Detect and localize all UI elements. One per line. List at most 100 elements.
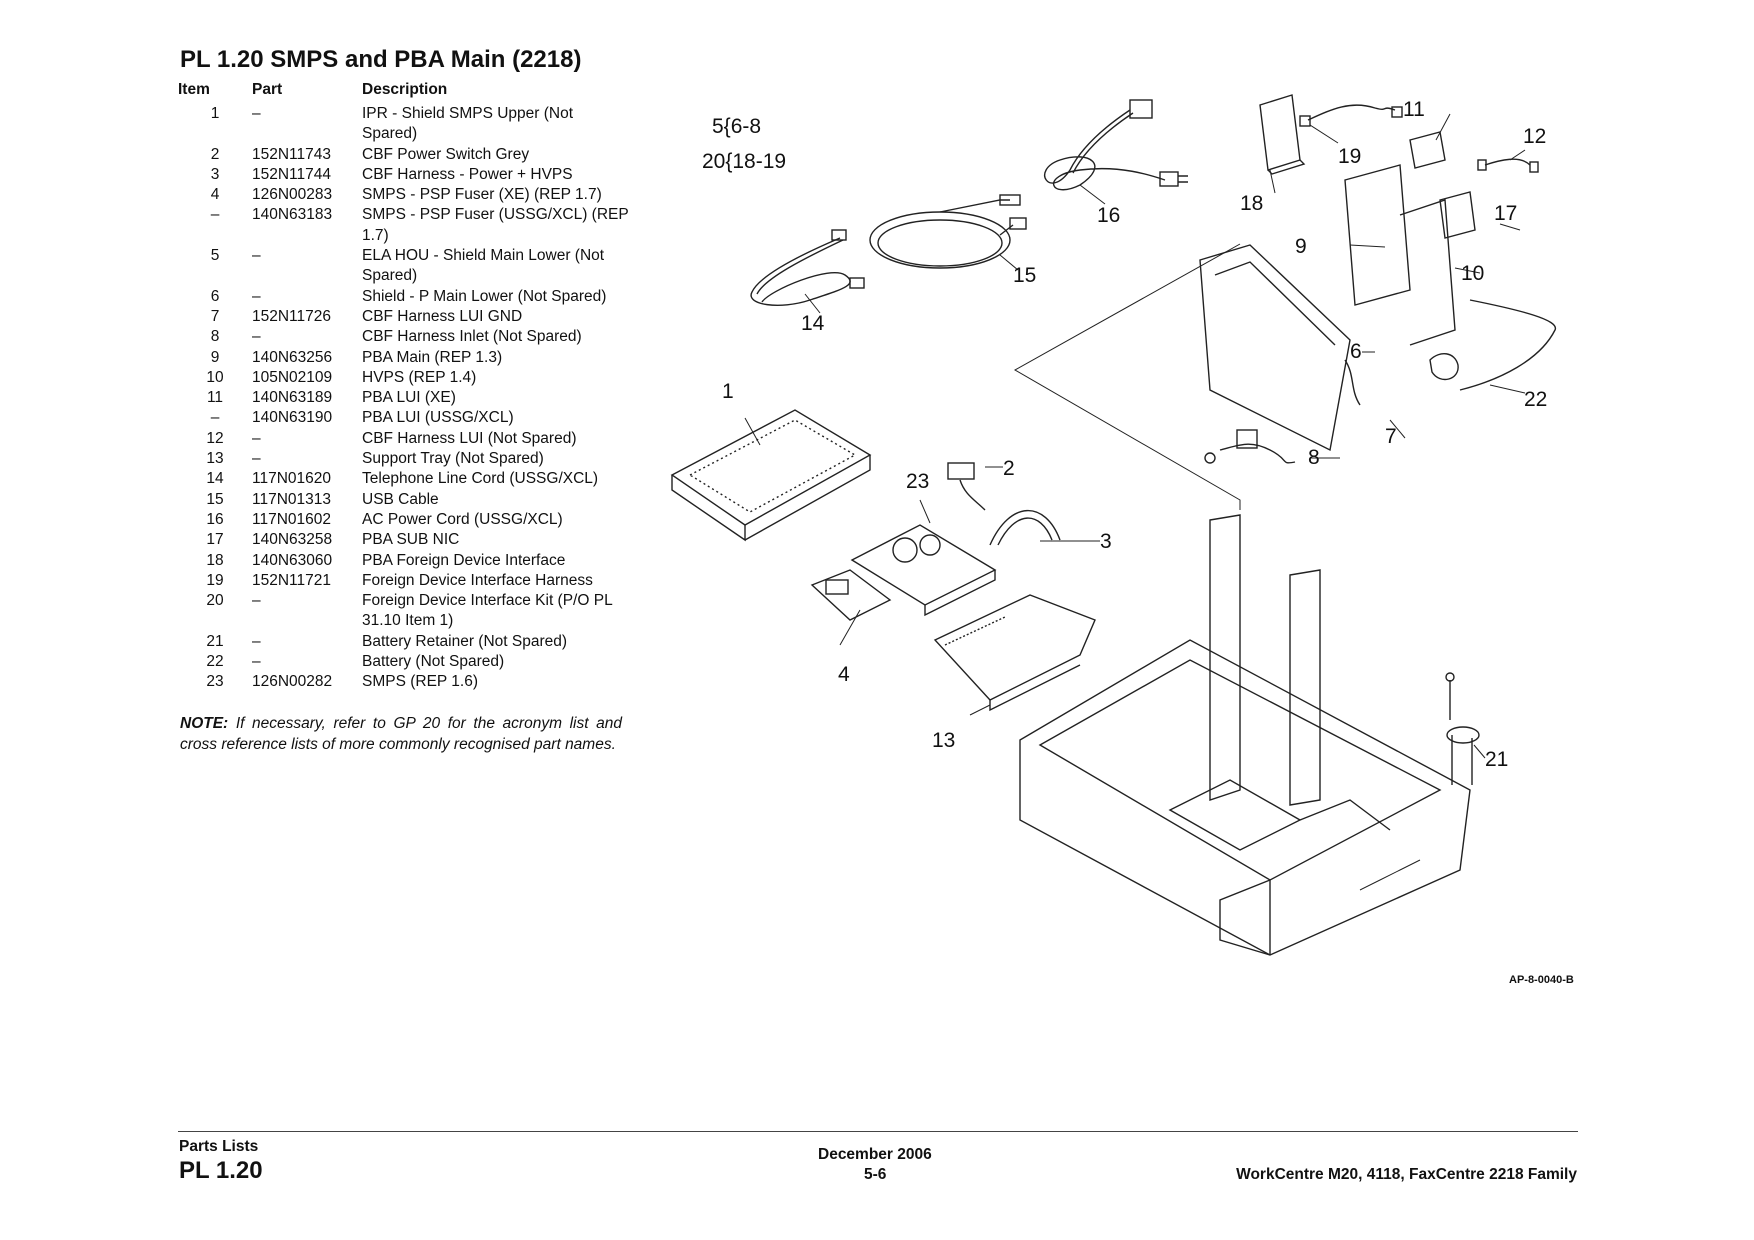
table-row: 1–IPR - Shield SMPS Upper (Not Spared) [178, 104, 632, 145]
item-cell: 18 [206, 551, 224, 569]
battery-drawing [1429, 299, 1556, 391]
table-row: 21–Battery Retainer (Not Spared) [178, 632, 632, 652]
table-row: 5 – ELA HOU - Shield Main Lower (Not Spare… [178, 246, 632, 287]
callout-21: 21 [1485, 748, 1508, 771]
part-cell: – [252, 287, 261, 305]
usb-cable-drawing [869, 194, 1027, 269]
item-cell: 19 [206, 571, 224, 589]
part-cell: 140N63258 [252, 531, 333, 549]
description-cell: Shield - P Main Lower (Not Spared) [362, 287, 607, 305]
callout-10: 10 [1461, 262, 1484, 285]
item-cell: 17 [206, 531, 224, 549]
description-cell: HVPS (REP 1.4) [362, 368, 477, 386]
note: NOTE: If necessary, refer to GP 20 for t… [180, 714, 622, 755]
description-cell: AC Power Cord (USSG/XCL) [362, 510, 563, 528]
footer-rule [178, 1131, 1578, 1132]
callout-4: 4 [838, 663, 850, 686]
part-cell: – [252, 429, 261, 447]
item-cell: 2 [210, 145, 220, 163]
description-cell: CBF Harness LUI GND [362, 307, 523, 325]
part-cell: 152N11721 [252, 571, 332, 589]
part-cell: 140N63190 [252, 409, 333, 427]
callout-11: 11 [1403, 98, 1425, 121]
callout-15: 15 [1013, 264, 1036, 287]
table-row: 20–Foreign Device Interface Kit (P/O PL … [178, 591, 632, 632]
item-cell: 5 [210, 247, 220, 265]
callout-14: 14 [801, 312, 825, 335]
group-label-20: 20{18-19 [702, 150, 786, 173]
item-cell: 21 [206, 632, 224, 650]
description-cell: PBA LUI (XE) [362, 389, 456, 407]
part-cell: – [252, 247, 261, 265]
table-row: 6 – Shield - P Main Lower (Not Spared) [178, 287, 632, 307]
smps-psp-fuser-drawing [810, 569, 892, 621]
table-row: – 140N63183 SMPS - PSP Fuser (USSG/XCL) (R… [178, 205, 632, 246]
item-cell: 12 [206, 429, 224, 447]
table-row: 19 152N11721 Foreign Device Interface Harn… [178, 571, 632, 591]
part-cell: 140N63060 [252, 551, 333, 569]
callout-16: 16 [1097, 204, 1120, 227]
table-row: 16 117N01602 AC Power Cord (USSG/XCL) [178, 510, 632, 530]
group-label-5: 5{6-8 [712, 115, 761, 138]
part-cell: – [252, 328, 261, 346]
part-cell: 152N11744 [252, 165, 332, 183]
callout-12: 12 [1523, 125, 1546, 148]
hvps-harness-drawing [989, 509, 1061, 546]
item-cell: 15 [206, 490, 224, 508]
description-cell: PBA LUI (USSG/XCL) [362, 409, 514, 427]
item-cell: 3 [210, 165, 220, 183]
description-cell: ELA HOU - Shield Main Lower (Not Spared) [362, 247, 605, 285]
callout-6: 6 [1350, 340, 1362, 363]
description-cell: PBA SUB NIC [362, 531, 460, 549]
footer-product: WorkCentre M20, 4118, FaxCentre 2218 Fam… [1236, 1166, 1577, 1183]
table-row: 2 152N11743 CBF Power Switch Grey [178, 145, 632, 165]
part-cell: 152N11743 [252, 145, 332, 163]
part-cell: 126N00283 [252, 186, 333, 204]
page-title: PL 1.20 SMPS and PBA Main (2218) [180, 46, 582, 73]
parts-table: Item Part Description 1–IPR - Shield SMP… [178, 80, 632, 693]
table-row: 17 140N63258 PBA SUB NIC [178, 530, 632, 550]
description-cell: Foreign Device Interface Kit (P/O PL 31.… [362, 592, 613, 630]
item-cell: 6 [210, 287, 220, 305]
description-cell: CBF Power Switch Grey [362, 145, 530, 163]
item-cell: 8 [210, 328, 220, 346]
part-cell: 117N01313 [252, 490, 332, 508]
part-cell: – [252, 592, 261, 610]
description-cell: IPR - Shield SMPS Upper (Not Spared) [362, 105, 574, 143]
pba-main-boards-drawing [1344, 131, 1539, 346]
description-cell: CBF Harness LUI (Not Spared) [362, 429, 577, 447]
footer-page-number: 5-6 [864, 1166, 887, 1183]
part-cell: – [252, 450, 261, 468]
part-cell: – [252, 653, 261, 671]
callout-1: 1 [722, 380, 734, 403]
callout-22: 22 [1524, 388, 1547, 411]
item-cell: – [210, 206, 220, 224]
footer-section: Parts Lists [179, 1138, 259, 1155]
item-cell: 16 [206, 510, 224, 528]
part-cell: 117N01602 [252, 510, 332, 528]
description-cell: USB Cable [362, 490, 439, 508]
callout-7: 7 [1385, 425, 1397, 448]
description-cell: Foreign Device Interface Harness [362, 571, 593, 589]
callout-2: 2 [1003, 457, 1015, 480]
callout-3: 3 [1100, 530, 1112, 553]
note-text: If necessary, refer to GP 20 for the acr… [180, 715, 622, 753]
table-header-row: Item Part Description [178, 80, 632, 104]
item-cell: 14 [206, 470, 224, 488]
description-cell: PBA Foreign Device Interface [362, 551, 566, 569]
pba-foreign-device-interface-drawing [1259, 94, 1306, 175]
col-header-description: Description [362, 81, 448, 98]
table-row: 18 140N63060 PBA Foreign Device Interface [178, 551, 632, 571]
part-cell: 126N00282 [252, 673, 333, 691]
shield-smps-upper-drawing [670, 409, 872, 542]
part-cell: 140N63183 [252, 206, 333, 224]
description-cell: Support Tray (Not Spared) [362, 450, 544, 468]
figure-reference: AP-8-0040-B [1509, 974, 1574, 986]
description-cell: CBF Harness Inlet (Not Spared) [362, 328, 582, 346]
description-cell: SMPS - PSP Fuser (USSG/XCL) (REP 1.7) [362, 206, 629, 244]
